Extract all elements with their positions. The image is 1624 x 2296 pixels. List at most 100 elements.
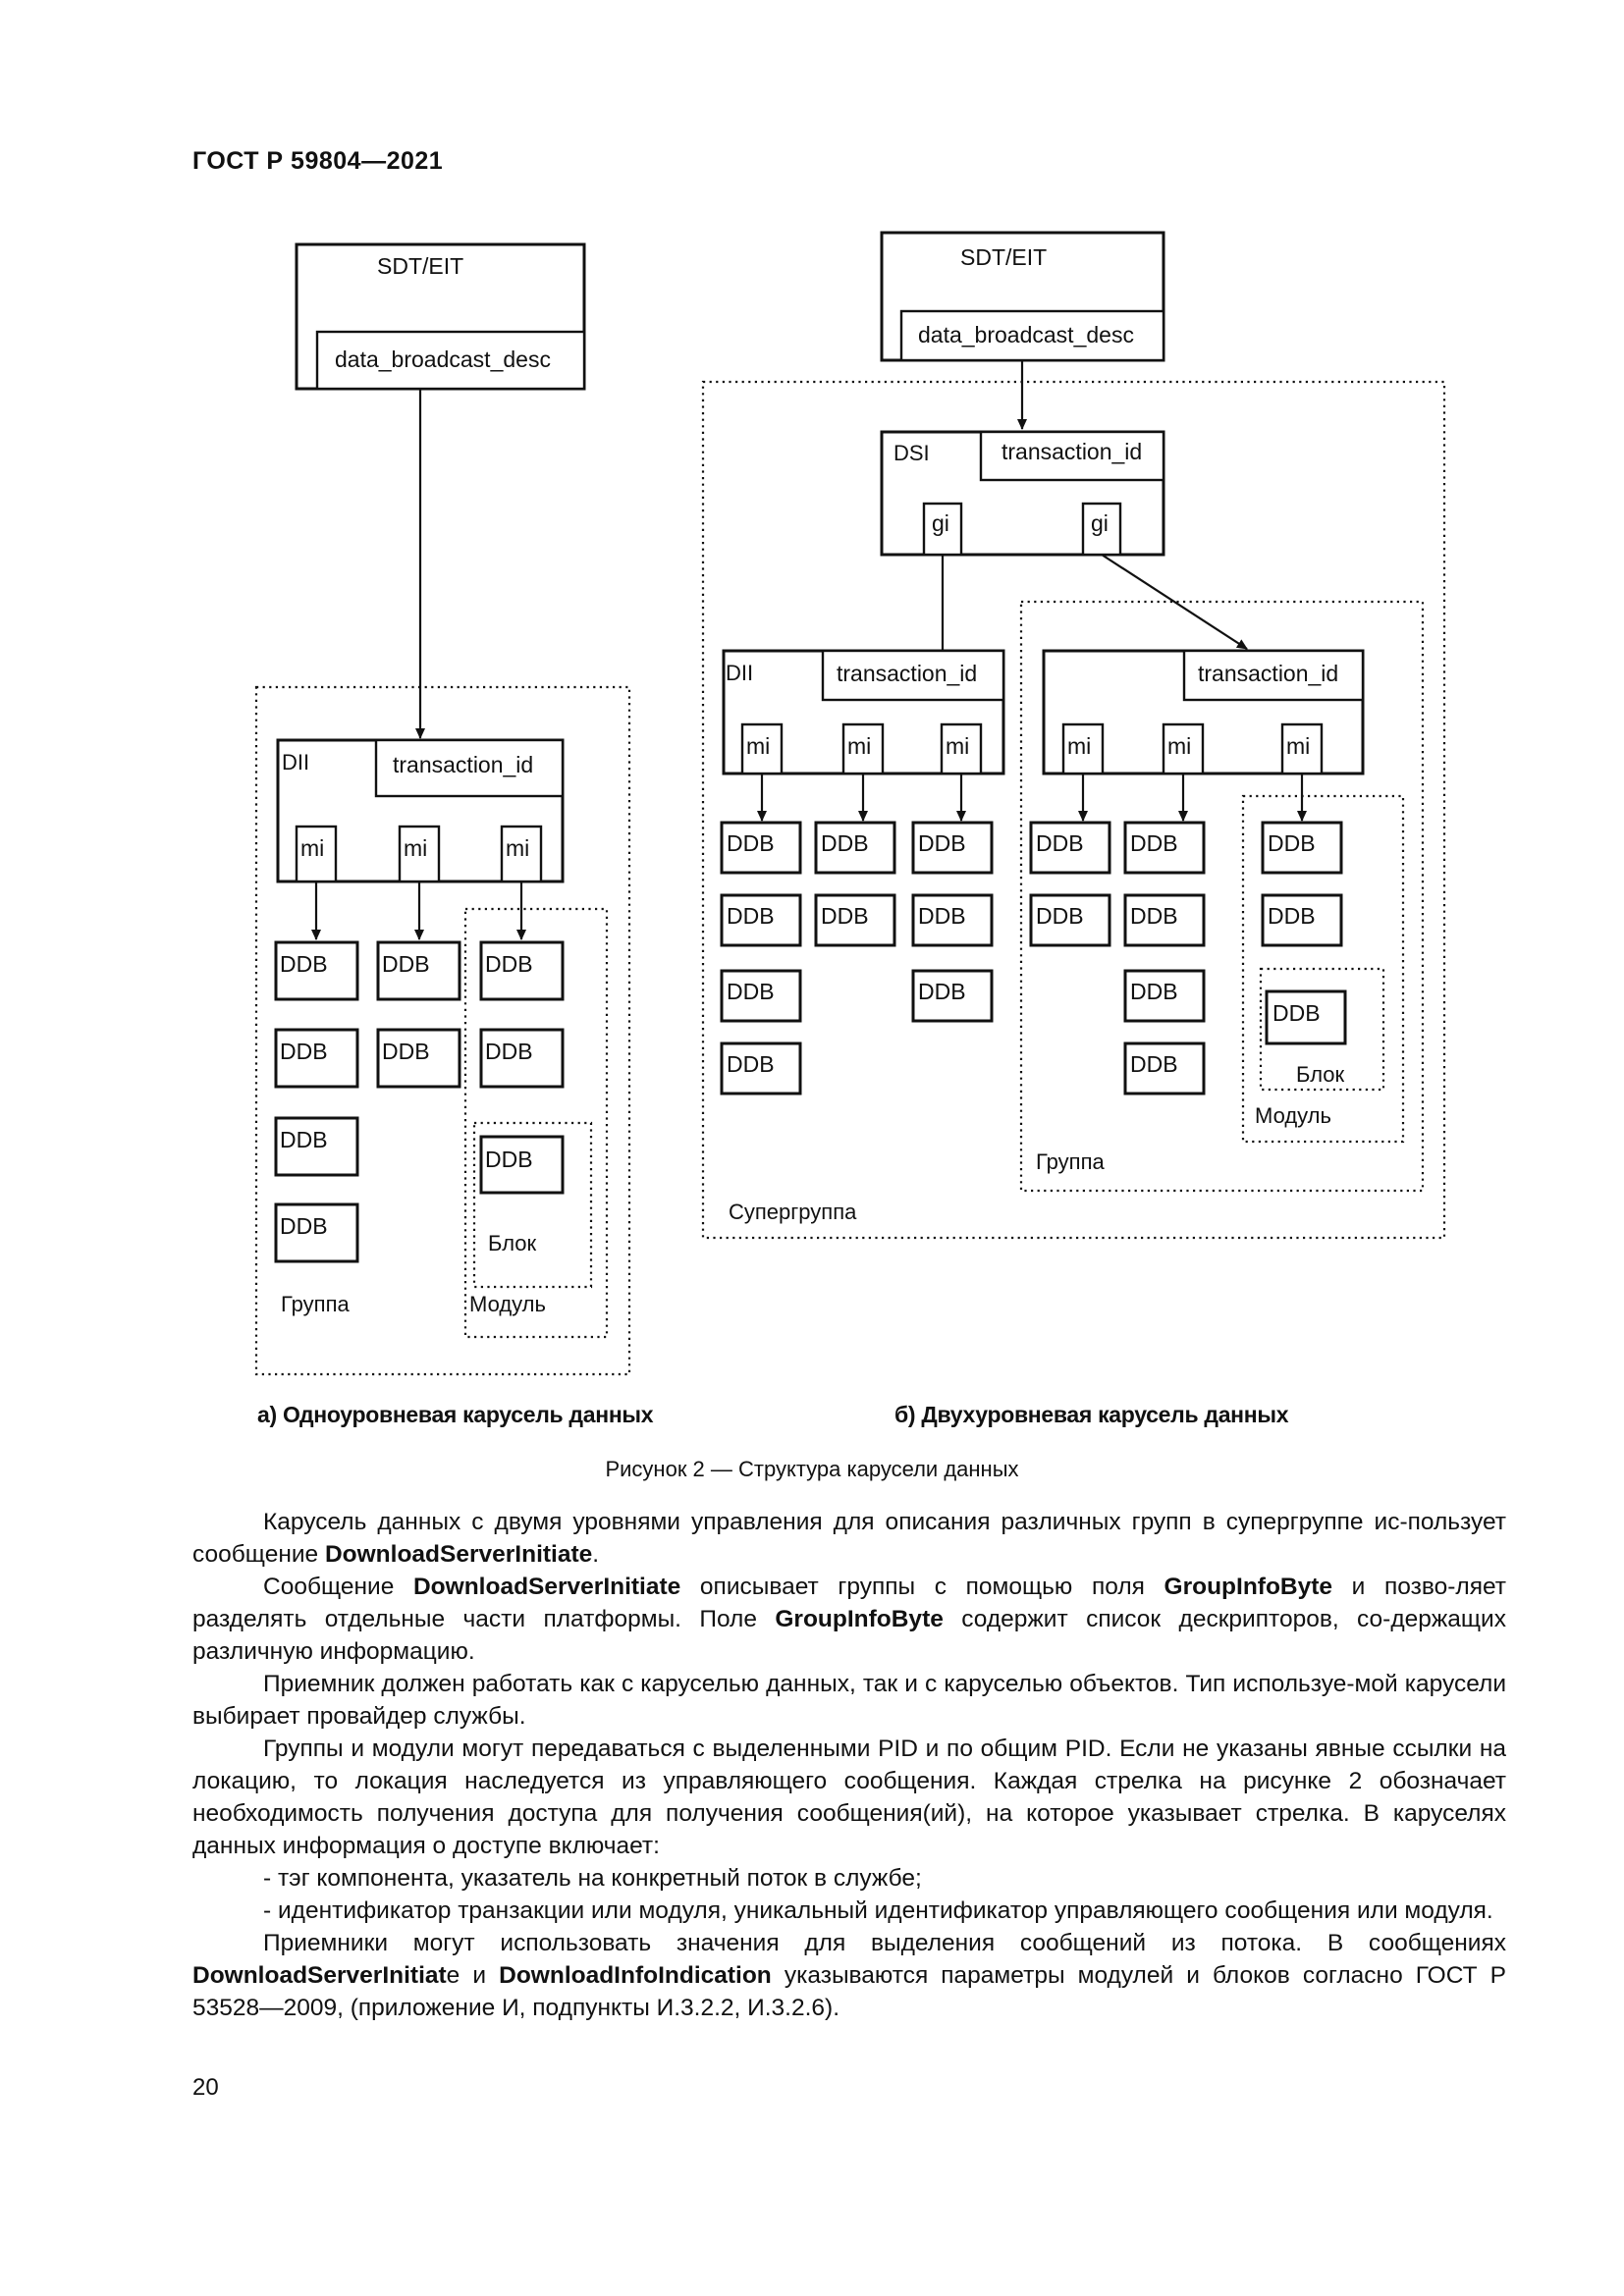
ddb-box	[1029, 893, 1111, 947]
paragraph-6: - идентификатор транзакции или модуля, у…	[263, 1897, 1493, 1924]
tid-label-b2: transaction_id	[1198, 661, 1338, 686]
ddb-label: DDB	[1272, 1000, 1321, 1026]
figure-caption: Рисунок 2 — Структура карусели данных	[605, 1457, 1019, 1481]
desc-box-b	[899, 309, 1165, 362]
block-label-b: Блок	[1296, 1062, 1345, 1087]
ddb-box	[814, 893, 896, 947]
paragraph-1: Карусель данных с двумя уровнями управле…	[192, 1509, 1506, 1568]
ddb-box	[274, 940, 359, 1001]
diagram-b: SDT/EIT data_broadcast_desc DSI transact…	[701, 231, 1446, 1240]
group-label-a: Группа	[281, 1292, 350, 1316]
mi-label: mi	[300, 835, 324, 861]
ddb-label: DDB	[280, 1039, 328, 1064]
ddb-label: DDB	[727, 903, 775, 929]
desc-label-a: data_broadcast_desc	[335, 347, 551, 372]
ddb-box	[479, 1135, 565, 1195]
gi-label: gi	[1091, 510, 1109, 536]
ddb-label: DDB	[485, 951, 533, 977]
tid-label-b1: transaction_id	[837, 661, 977, 686]
group-border-b	[1019, 600, 1425, 1193]
page-number: 20	[192, 2074, 219, 2101]
dii-label-a: DII	[282, 750, 309, 774]
ddb-box	[1265, 989, 1347, 1045]
tid-box-a	[374, 738, 565, 798]
ddb-label: DDB	[918, 903, 966, 929]
tid-box-b1	[821, 649, 1005, 702]
ddb-label: DDB	[1130, 830, 1178, 856]
ddb-box	[720, 821, 802, 875]
paragraph-4: Группы и модули могут передаваться с выд…	[192, 1735, 1506, 1859]
ddb-label: DDB	[918, 979, 966, 1004]
paragraph-2: Сообщение DownloadServerInitiate описыва…	[192, 1574, 1506, 1665]
mi-label: mi	[847, 733, 871, 759]
ddb-label: DDB	[382, 1039, 430, 1064]
ddb-box	[479, 1028, 565, 1089]
ddb-label: DDB	[1130, 1051, 1178, 1077]
desc-label-b: data_broadcast_desc	[918, 322, 1134, 347]
ddb-box	[479, 940, 565, 1001]
block-border-b	[1259, 967, 1385, 1092]
mi-label: mi	[506, 835, 529, 861]
ddb-label: DDB	[1268, 903, 1316, 929]
ddb-label: DDB	[485, 1147, 533, 1172]
ddb-label: DDB	[918, 830, 966, 856]
sdt-label-b: SDT/EIT	[960, 244, 1047, 270]
desc-box-a	[315, 330, 586, 391]
mi-label: mi	[1067, 733, 1091, 759]
gi-box	[922, 502, 963, 557]
ddb-label: DDB	[727, 1051, 775, 1077]
subcaption-a: а) Одноуровневая карусель данных	[257, 1402, 654, 1427]
ddb-box	[814, 821, 896, 875]
ddb-label: DDB	[1130, 979, 1178, 1004]
ddb-label: DDB	[280, 951, 328, 977]
ddb-box	[1123, 1041, 1206, 1095]
ddb-label: DDB	[1036, 830, 1084, 856]
module-label-b: Модуль	[1255, 1103, 1331, 1128]
ddb-box	[274, 1116, 359, 1177]
ddb-box	[1261, 821, 1343, 875]
ddb-box	[1123, 893, 1206, 947]
supergroup-border	[701, 380, 1446, 1240]
ddb-label: DDB	[1036, 903, 1084, 929]
mi-box	[398, 825, 441, 883]
ddb-label: DDB	[1130, 903, 1178, 929]
mi-label: mi	[746, 733, 770, 759]
subcaption-b: б) Двухуровневая карусель данных	[894, 1402, 1289, 1427]
ddb-box	[720, 1041, 802, 1095]
document-header: ГОСТ Р 59804—2021	[192, 147, 444, 175]
gi-label: gi	[932, 510, 949, 536]
ddb-label: DDB	[727, 830, 775, 856]
ddb-box	[1261, 893, 1343, 947]
supergroup-label: Супергруппа	[729, 1200, 857, 1224]
ddb-box	[911, 969, 994, 1023]
ddb-label: DDB	[1268, 830, 1316, 856]
tid-label-a: transaction_id	[393, 752, 533, 777]
ddb-box	[274, 1028, 359, 1089]
mi-box	[1061, 722, 1105, 775]
paragraph-3: Приемник должен работать как с каруселью…	[192, 1671, 1506, 1730]
body-text: Карусель данных с двумя уровнями управле…	[192, 1506, 1506, 2024]
mi-label: mi	[946, 733, 969, 759]
sdt-label-a: SDT/EIT	[377, 253, 463, 279]
ddb-label: DDB	[821, 830, 869, 856]
group-border-a	[254, 685, 631, 1376]
ddb-box	[1029, 821, 1111, 875]
gi-box	[1081, 502, 1122, 557]
carousel-structure-figure: SDT/EIT data_broadcast_desc DII transact…	[254, 231, 1446, 1376]
ddb-label: DDB	[821, 903, 869, 929]
ddb-box	[911, 893, 994, 947]
ddb-box	[720, 893, 802, 947]
ddb-label: DDB	[280, 1127, 328, 1152]
module-label-a: Модуль	[469, 1292, 546, 1316]
ddb-box	[1123, 821, 1206, 875]
ddb-box	[911, 821, 994, 875]
mi-box	[295, 825, 338, 883]
ddb-label: DDB	[280, 1213, 328, 1239]
paragraph-7: Приемники могут использовать значения дл…	[192, 1930, 1506, 2021]
ddb-box	[274, 1202, 359, 1263]
diagram-a: SDT/EIT data_broadcast_desc DII transact…	[254, 242, 631, 1376]
block-border-a	[472, 1121, 593, 1289]
dii-label-b1: DII	[726, 661, 753, 685]
mi-box	[841, 722, 885, 775]
tid-label-dsi: transaction_id	[1001, 439, 1142, 464]
